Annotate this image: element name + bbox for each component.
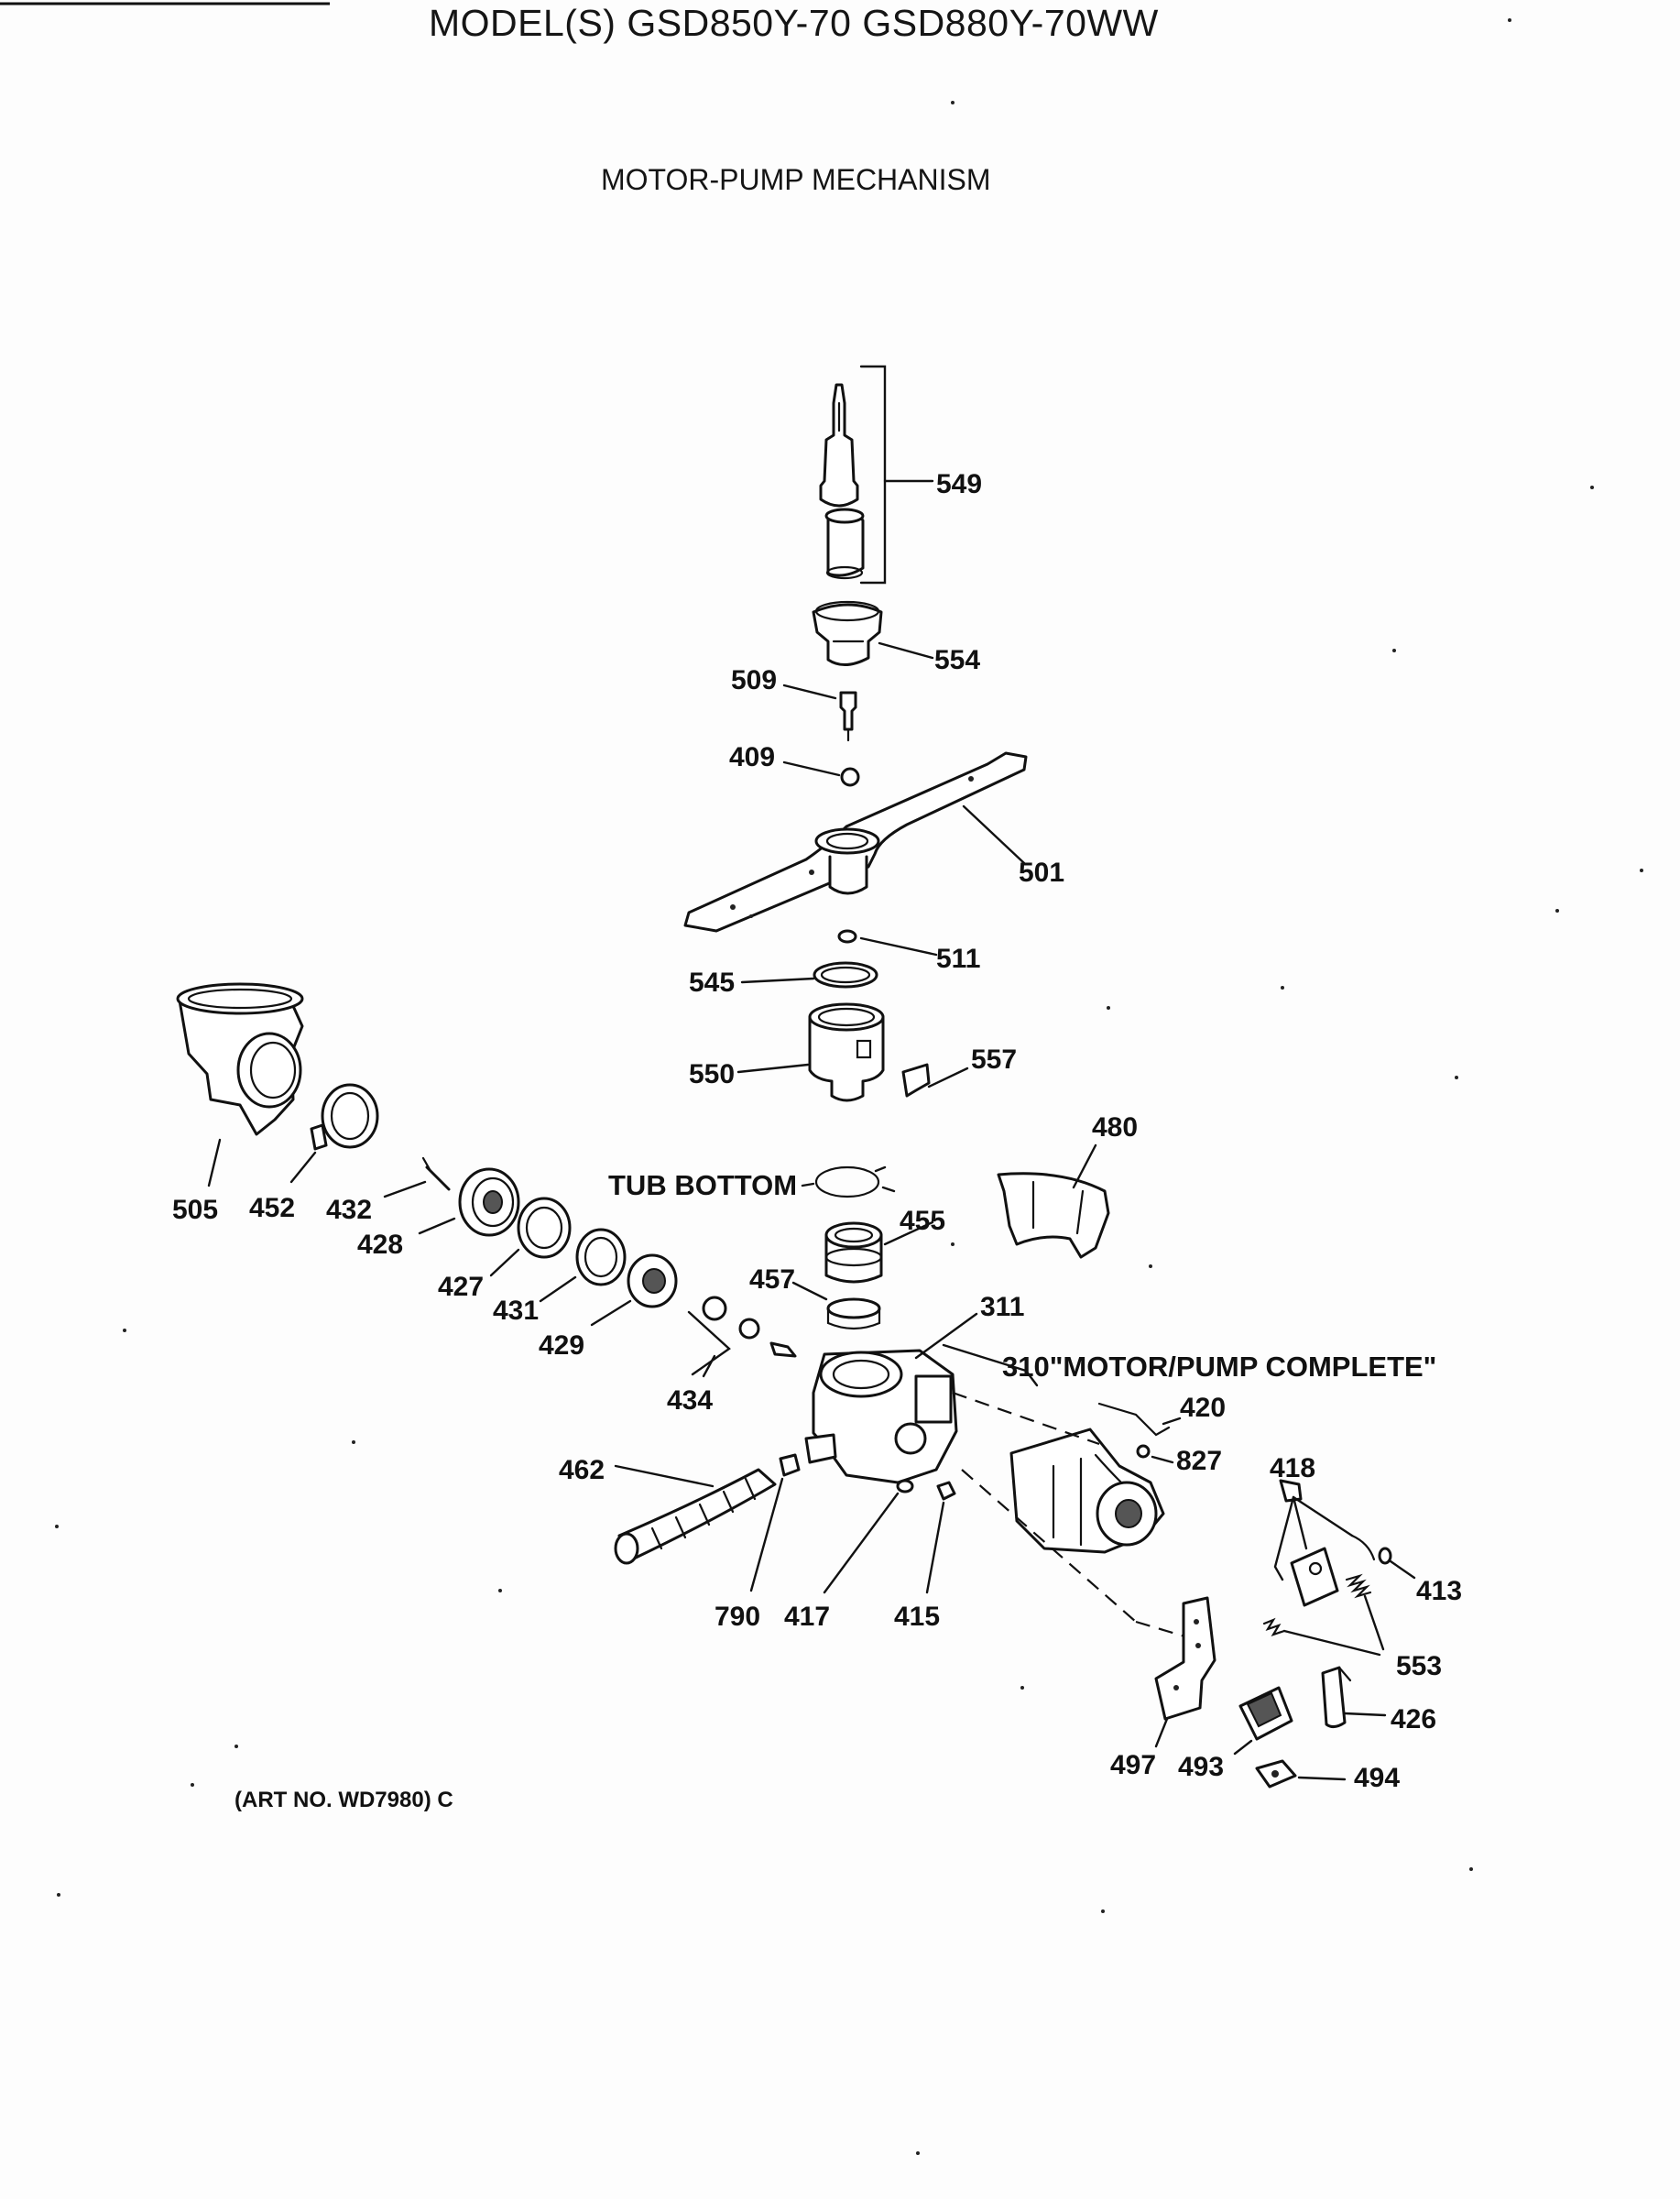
- callout-553: 553: [1396, 1651, 1442, 1681]
- part-418-actuator: [1273, 1479, 1354, 1607]
- part-545-ring: [740, 961, 878, 989]
- scan-specks: [55, 18, 1643, 2155]
- callout-417: 417: [784, 1602, 830, 1632]
- part-310-motor: [1009, 1428, 1165, 1554]
- part-428-chopper: [418, 1167, 520, 1237]
- part-455-seal: [824, 1220, 934, 1284]
- callout-494: 494: [1354, 1763, 1400, 1793]
- part-434-bearing-kit: [687, 1296, 797, 1378]
- part-409-nut: [782, 760, 860, 787]
- callout-413: 413: [1416, 1576, 1462, 1606]
- part-494-solenoid-cover: [1255, 1759, 1347, 1789]
- motor-pump-complete-bracket: [942, 1343, 1039, 1387]
- callout-434: 434: [667, 1385, 713, 1416]
- callout-409: 409: [729, 742, 775, 772]
- callout-509: 509: [731, 665, 777, 695]
- art-number: (ART NO. WD7980) C: [235, 1788, 453, 1812]
- part-493-solenoid: [1233, 1686, 1293, 1756]
- callout-505: 505: [172, 1195, 218, 1225]
- callout-452: 452: [249, 1193, 295, 1223]
- callout-827: 827: [1176, 1446, 1222, 1476]
- part-549-spray-tower: [819, 365, 934, 585]
- part-431-ring: [539, 1228, 627, 1303]
- callout-311: 311: [980, 1292, 1024, 1322]
- callout-790: 790: [715, 1602, 760, 1632]
- callout-462: 462: [559, 1455, 605, 1485]
- callout-480: 480: [1092, 1112, 1138, 1143]
- callout-432: 432: [326, 1195, 372, 1225]
- callout-420: 420: [1180, 1393, 1226, 1423]
- part-790-hose-clamp: [749, 1453, 801, 1592]
- callout-455: 455: [900, 1206, 945, 1236]
- part-462-drain-hose: [614, 1464, 777, 1565]
- callout-457: 457: [749, 1264, 795, 1295]
- part-480-shield: [997, 1143, 1110, 1259]
- motor-pump-complete-label: 310"MOTOR/PUMP COMPLETE": [1002, 1351, 1436, 1383]
- callout-418: 418: [1270, 1453, 1315, 1483]
- part-501-lower-spray-arm: [683, 751, 1028, 933]
- part-457-clamp: [791, 1281, 881, 1330]
- part-497-bracket: [1154, 1596, 1216, 1748]
- callout-415: 415: [894, 1602, 940, 1632]
- callout-501: 501: [1019, 858, 1064, 888]
- part-509-screw: [782, 684, 857, 742]
- callout-429: 429: [539, 1330, 584, 1361]
- part-311-pump-housing: [804, 1312, 978, 1484]
- part-557-clip: [901, 1063, 969, 1098]
- part-505-drain-housing: [176, 982, 304, 1187]
- callout-427: 427: [438, 1272, 484, 1302]
- tub-bottom-label: TUB BOTTOM: [608, 1169, 797, 1201]
- callout-549: 549: [936, 469, 982, 499]
- part-511-washer: [837, 929, 938, 957]
- part-553-spring: [1262, 1573, 1385, 1657]
- callout-550: 550: [689, 1059, 735, 1089]
- callout-497: 497: [1110, 1750, 1156, 1780]
- part-827-screw: [1136, 1444, 1174, 1464]
- part-550-hub: [736, 1002, 885, 1102]
- callout-545: 545: [689, 968, 735, 998]
- section-title: MOTOR-PUMP MECHANISM: [601, 163, 991, 196]
- assembly-line-b: [961, 1469, 1137, 1623]
- callout-426: 426: [1391, 1704, 1436, 1734]
- tub-bottom-marker: [801, 1165, 896, 1198]
- part-417-washer: [823, 1479, 914, 1594]
- part-452-clamp: [289, 1083, 379, 1184]
- callout-431: 431: [493, 1296, 539, 1326]
- part-554-tower-support: [812, 600, 934, 666]
- callout-511: 511: [936, 944, 980, 974]
- part-432-impeller-screw: [383, 1156, 451, 1198]
- callout-493: 493: [1178, 1752, 1224, 1782]
- part-420-wire-form: [1097, 1402, 1182, 1437]
- part-413-spring-clip: [1350, 1534, 1416, 1580]
- part-427-screen: [489, 1197, 572, 1277]
- assembly-line-c: [1135, 1620, 1192, 1640]
- model-title: MODEL(S) GSD850Y-70 GSD880Y-70WW: [429, 2, 1159, 44]
- callout-554: 554: [934, 645, 980, 675]
- part-429-impeller: [590, 1253, 678, 1327]
- callout-557: 557: [971, 1045, 1017, 1075]
- part-426-plunger: [1321, 1666, 1387, 1729]
- part-415-nut: [925, 1481, 956, 1594]
- callout-428: 428: [357, 1230, 403, 1260]
- assembly-line-a: [952, 1391, 1100, 1446]
